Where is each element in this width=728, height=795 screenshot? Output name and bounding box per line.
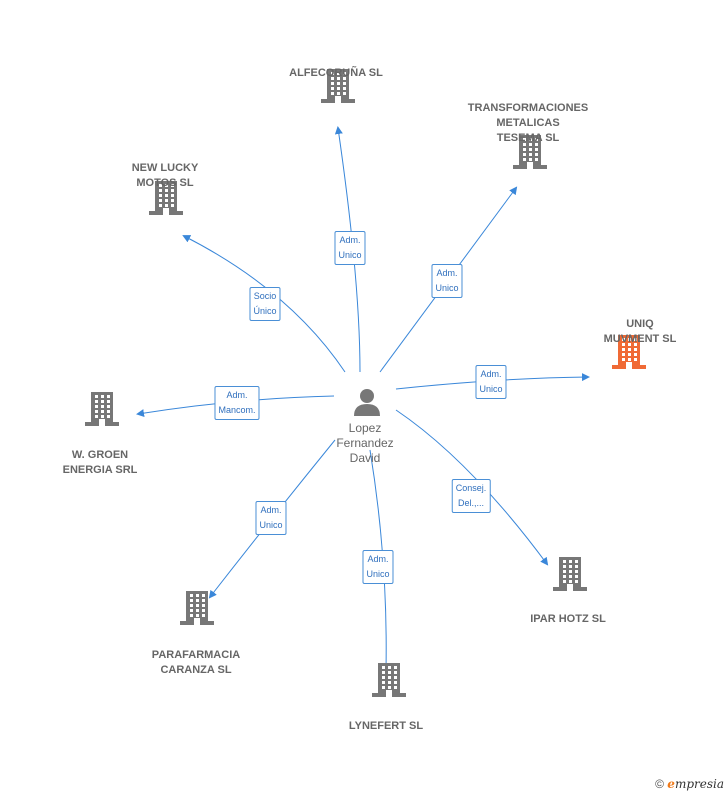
relation-label-groen[interactable]: Adm. Mancom. — [214, 386, 260, 420]
person-icon — [354, 389, 380, 416]
company-label: UNIQ MUVMENT SL — [603, 318, 677, 345]
edge-ipar — [395, 409, 549, 566]
relation-label-newlucky[interactable]: Socio Único — [249, 287, 281, 321]
building-icon — [321, 69, 355, 103]
building-icon — [372, 663, 406, 697]
copyright-icon: © — [655, 777, 664, 791]
building-icon — [612, 335, 646, 369]
company-label: W. GROEN ENERGIA SRL — [62, 449, 138, 476]
relation-label-alfecoruna[interactable]: Adm. Unico — [334, 231, 366, 265]
relation-label-parafarmacia[interactable]: Adm. Unico — [255, 501, 287, 535]
building-icon — [149, 181, 183, 215]
brand-name: mpresia — [674, 777, 724, 791]
relation-label-ipar[interactable]: Consej. Del.,... — [451, 479, 491, 513]
footer-brand: © empresia — [655, 777, 724, 791]
company-label: ALFECORUÑA SL — [289, 67, 383, 79]
relation-label-uniq[interactable]: Adm. Unico — [475, 365, 507, 399]
building-icon — [85, 392, 119, 426]
brand-initial: e — [667, 777, 675, 791]
company-label: PARAFARMACIA CARANZA SL — [151, 649, 241, 676]
person-name: Lopez Fernandez David — [336, 421, 394, 465]
edge-alfecoruna — [334, 126, 361, 373]
relation-label-transformaciones[interactable]: Adm. Unico — [431, 264, 463, 298]
building-icon — [553, 557, 587, 591]
company-label: TRANSFORMACIONES METALICAS TESEMA SL — [467, 102, 589, 144]
building-icon — [513, 135, 547, 169]
building-icon — [180, 591, 214, 625]
company-label: LYNEFERT SL — [348, 720, 424, 732]
company-label: NEW LUCKY MOTOS SL — [131, 162, 199, 189]
company-label: IPAR HOTZ SL — [530, 613, 606, 625]
relation-label-lynefert[interactable]: Adm. Unico — [362, 550, 394, 584]
